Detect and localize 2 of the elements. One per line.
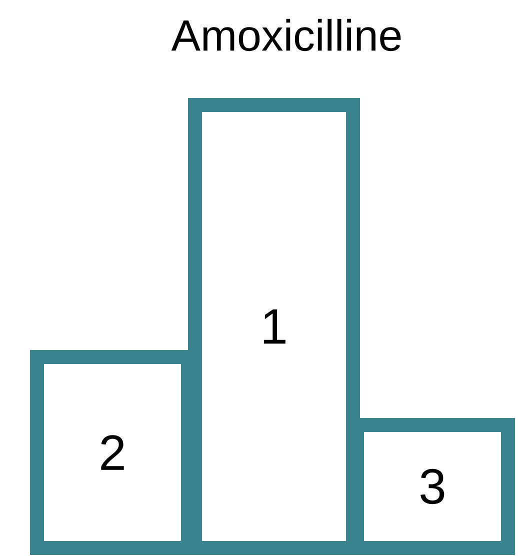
title: Amoxicilline [171, 18, 401, 52]
podium-block: 1 [188, 98, 360, 555]
